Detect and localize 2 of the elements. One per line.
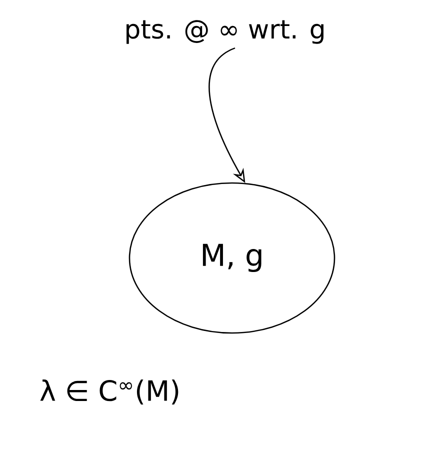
handwritten-note: pts. @ ∞ wrt. g <box>126 20 324 44</box>
handwritten-label: λ ∈ C$^{∞}$(M) <box>40 380 178 404</box>
